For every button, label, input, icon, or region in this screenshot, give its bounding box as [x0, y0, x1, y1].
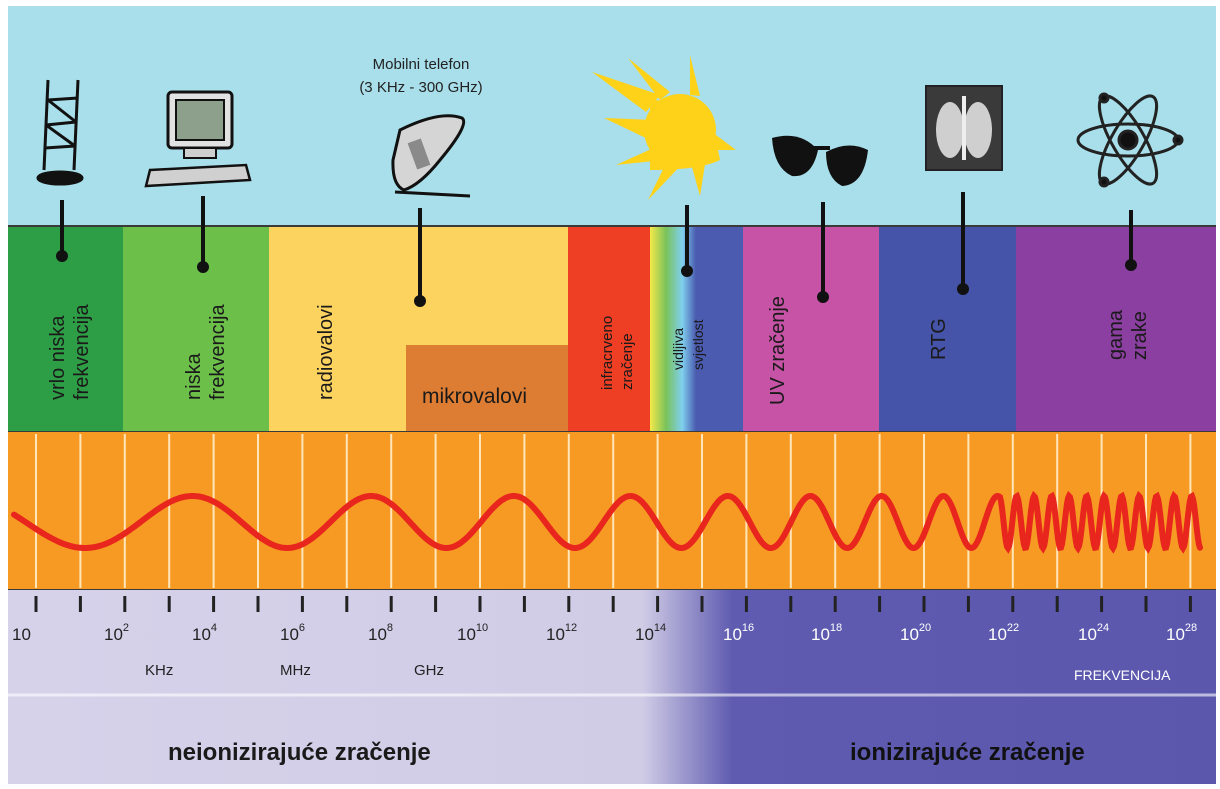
band-label-rtg: RTG — [928, 318, 950, 360]
band-label-niska-1: niska — [183, 352, 205, 400]
xray-icon — [926, 86, 1002, 170]
phone-label-line1: Mobilni telefon — [373, 56, 470, 73]
tick-label-0: 10 — [12, 625, 31, 644]
band-label-uv: UV zračenje — [767, 296, 789, 405]
band-label-infra-1: infracrveno — [599, 316, 616, 390]
band-label-infra-2: zračenje — [619, 333, 636, 390]
band-label-gama-2: zrake — [1129, 311, 1151, 360]
band-label-vidljiva: vidljiva — [670, 328, 686, 370]
axis-label: FREKVENCIJA — [1074, 667, 1171, 683]
band-label-mikro: mikrovalovi — [422, 385, 527, 408]
band-uv — [743, 226, 879, 432]
band-label-niska-2: frekvencija — [207, 304, 229, 400]
band-label-radio: radiovalovi — [315, 304, 337, 400]
unit-label-ghz: GHz — [414, 662, 444, 679]
phone-label-line2: (3 KHz - 300 GHz) — [359, 79, 482, 96]
band-label-vrlo-niska-2: frekvencija — [71, 304, 93, 400]
band-label-svjetlost: svjetlost — [690, 319, 706, 370]
band-label-vrlo-niska-1: vrlo niska — [47, 315, 69, 400]
unit-label-mhz: MHz — [280, 662, 311, 679]
band-label-gama-1: gama — [1105, 309, 1127, 360]
unit-label-khz: KHz — [145, 662, 173, 679]
band-niska — [123, 226, 269, 432]
region-left-label: neionizirajuće zračenje — [168, 739, 431, 766]
region-right-label: ionizirajuće zračenje — [850, 739, 1085, 766]
